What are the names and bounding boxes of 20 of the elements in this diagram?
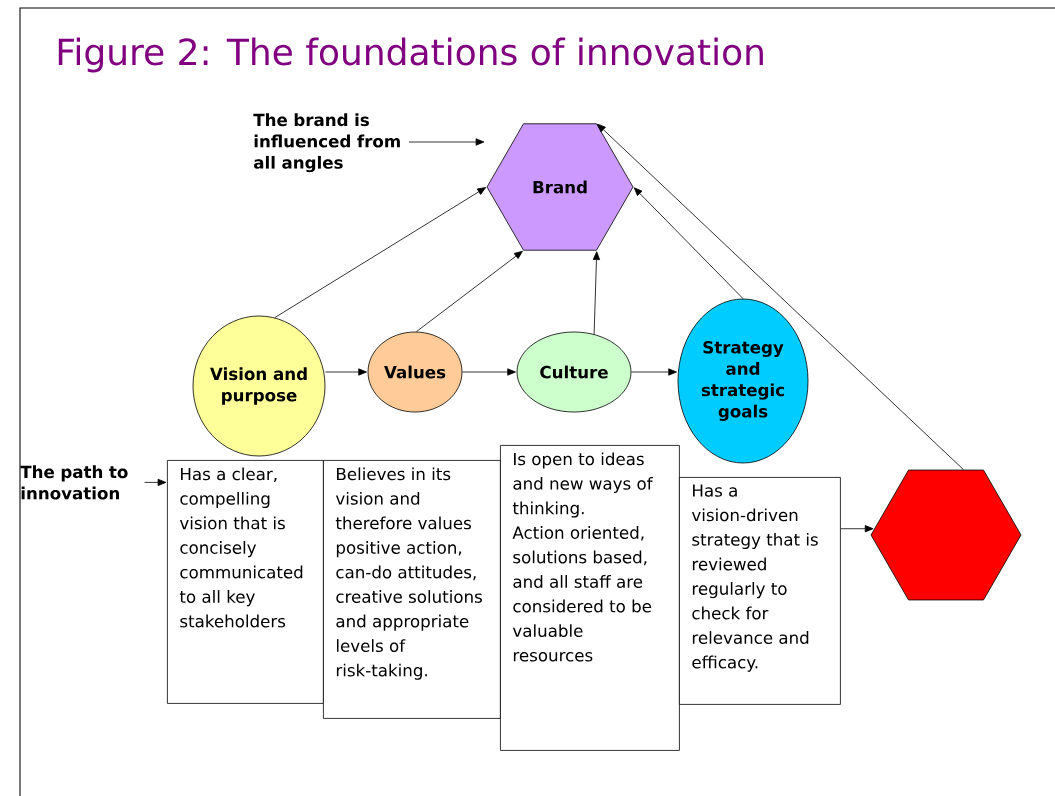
arrow: [592, 251, 601, 335]
text-box: Is open to ideas and new ways of thinking. Action oriented, solutions based, and all staff are considered to be valuable resources: [500, 445, 680, 751]
annotation-text: The brand is influenced from all angles: [253, 113, 400, 173]
arrow: [631, 368, 677, 376]
hexagon: Brand: [486, 123, 634, 251]
arrow: [274, 187, 486, 318]
arrow: [144, 478, 167, 486]
hexagon: [870, 469, 1022, 601]
arrow: [325, 368, 367, 376]
text-box: Has a vision-driven strategy that is reviewed regularly to check for relevance and efficacy.: [679, 477, 841, 705]
title: Figure 2: The foundations of innovation: [58, 37, 763, 73]
text-box: Believes in its vision and therefore values positive action, can-do attitudes, creative solutions and appropriate levels of risk-taking.: [323, 460, 501, 719]
annotation-text: The path to innovation: [20, 465, 128, 500]
arrow: [633, 187, 744, 299]
arrow: [840, 525, 874, 533]
arrow: [408, 138, 485, 146]
arrow: [416, 250, 523, 332]
arrow: [597, 123, 964, 471]
text-box: Has a clear, compelling vision that is concisely communicated to all key stakeholders: [167, 460, 324, 704]
arrow: [462, 368, 516, 376]
